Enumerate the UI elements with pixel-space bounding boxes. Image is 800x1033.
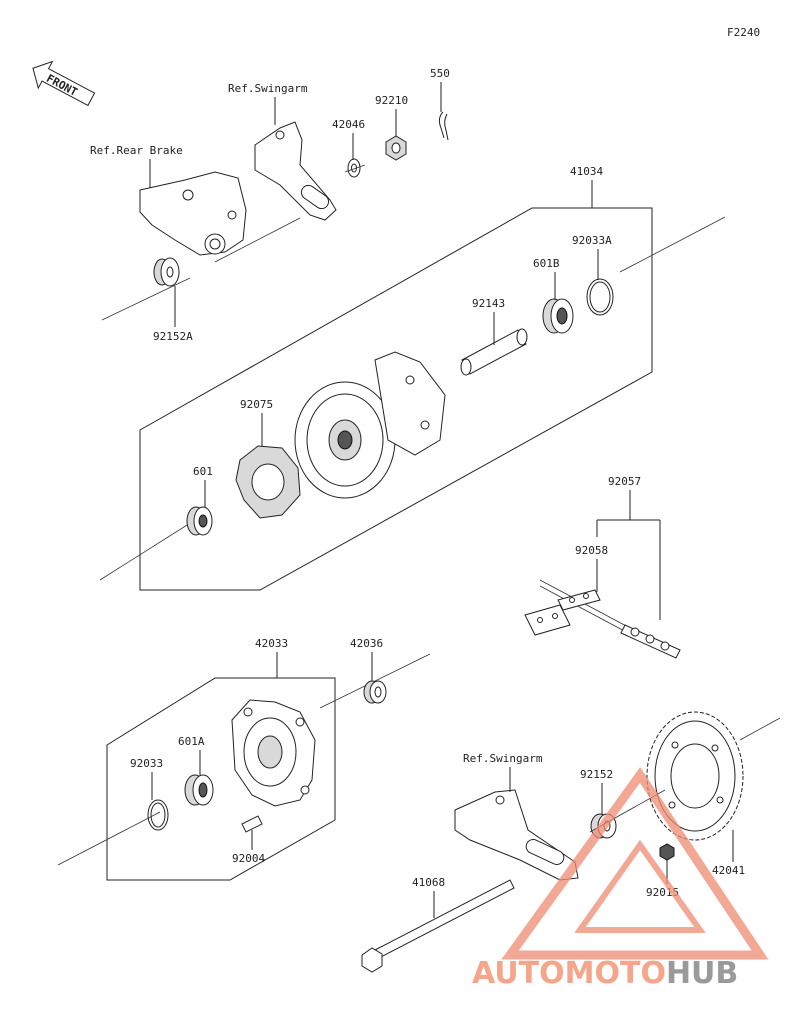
svg-text:92152A: 92152A xyxy=(153,330,193,343)
label-92033: 92033 xyxy=(130,757,163,800)
cotter-pin-550 xyxy=(438,111,449,141)
svg-text:92075: 92075 xyxy=(240,398,273,411)
svg-text:42033: 42033 xyxy=(255,637,288,650)
nut-92210 xyxy=(385,135,407,161)
swingarm-end-top xyxy=(254,121,337,221)
sprocket-coupling-42033 xyxy=(231,699,316,807)
circlip-92033a xyxy=(586,278,614,316)
axis-line-hub xyxy=(99,216,726,581)
label-ref-rear-brake: Ref.Rear Brake xyxy=(90,144,183,188)
label-92058: 92058 xyxy=(575,544,608,592)
label-92143: 92143 xyxy=(472,297,505,345)
svg-text:92057: 92057 xyxy=(608,475,641,488)
label-ref-swingarm-top: Ref.Swingarm xyxy=(228,82,308,125)
diagram-code: F2240 xyxy=(727,26,760,39)
label-92004: 92004 xyxy=(232,830,265,865)
label-601a: 601A xyxy=(178,735,205,775)
label-92075: 92075 xyxy=(240,398,273,446)
bearing-601b xyxy=(542,298,574,334)
axle-41068 xyxy=(361,879,515,973)
svg-text:92152: 92152 xyxy=(580,768,613,781)
swingarm-end-bottom xyxy=(454,789,579,881)
svg-text:92033A: 92033A xyxy=(572,234,612,247)
washer-42046 xyxy=(347,158,361,178)
svg-text:Ref.Swingarm: Ref.Swingarm xyxy=(228,82,308,95)
rear-brake-bracket xyxy=(139,171,247,256)
label-42046: 42046 xyxy=(332,118,365,160)
spacer-92143 xyxy=(460,328,528,376)
chain-joint-link-92058 xyxy=(524,589,601,636)
label-41034: 41034 xyxy=(570,165,603,208)
svg-text:550: 550 xyxy=(430,67,450,80)
drive-chain xyxy=(539,579,681,659)
coupling-group-outline xyxy=(106,677,336,881)
label-601b: 601B xyxy=(533,257,560,300)
label-42041: 42041 xyxy=(712,830,745,877)
rear-sprocket-42041 xyxy=(646,711,744,841)
label-92152a: 92152A xyxy=(153,286,193,343)
stud-92004 xyxy=(241,815,263,833)
svg-text:42036: 42036 xyxy=(350,637,383,650)
rear-wheel-hub xyxy=(294,351,446,499)
svg-text:41068: 41068 xyxy=(412,876,445,889)
circlip-92033 xyxy=(147,799,169,831)
svg-text:Ref.Rear Brake: Ref.Rear Brake xyxy=(90,144,183,157)
svg-text:601A: 601A xyxy=(178,735,205,748)
axis-line-upper xyxy=(101,164,366,321)
bearing-601a xyxy=(184,774,214,806)
label-92152: 92152 xyxy=(580,768,613,814)
axis-line-coupling xyxy=(57,653,431,866)
collar-92152a xyxy=(153,257,180,287)
svg-text:42041: 42041 xyxy=(712,864,745,877)
label-41068: 41068 xyxy=(412,876,445,918)
svg-text:601B: 601B xyxy=(533,257,560,270)
svg-text:92033: 92033 xyxy=(130,757,163,770)
chain-bracket xyxy=(596,519,661,620)
svg-text:Ref.Swingarm: Ref.Swingarm xyxy=(463,752,543,765)
label-92033a: 92033A xyxy=(572,234,612,280)
label-550: 550 xyxy=(430,67,450,112)
label-42036: 42036 xyxy=(350,637,383,681)
watermark-text: AUTOMOTOHUB xyxy=(472,956,738,991)
label-42033: 42033 xyxy=(255,637,288,678)
svg-text:92058: 92058 xyxy=(575,544,608,557)
svg-text:92143: 92143 xyxy=(472,297,505,310)
svg-text:601: 601 xyxy=(193,465,213,478)
svg-text:92004: 92004 xyxy=(232,852,265,865)
label-92210: 92210 xyxy=(375,94,408,136)
collar-42036 xyxy=(363,680,387,704)
svg-text:41034: 41034 xyxy=(570,165,603,178)
svg-text:42046: 42046 xyxy=(332,118,365,131)
watermark-logo xyxy=(501,767,769,960)
svg-text:92210: 92210 xyxy=(375,94,408,107)
label-ref-swingarm-bottom: Ref.Swingarm xyxy=(463,752,543,792)
hub-group-outline xyxy=(139,207,653,591)
bearing-601 xyxy=(186,506,213,536)
damper-92075 xyxy=(235,445,301,519)
front-arrow-icon xyxy=(32,60,96,107)
label-92057: 92057 xyxy=(608,475,641,520)
front-arrow-badge: FRONT xyxy=(32,60,96,107)
label-601: 601 xyxy=(193,465,213,507)
nut-92015 xyxy=(659,843,675,861)
